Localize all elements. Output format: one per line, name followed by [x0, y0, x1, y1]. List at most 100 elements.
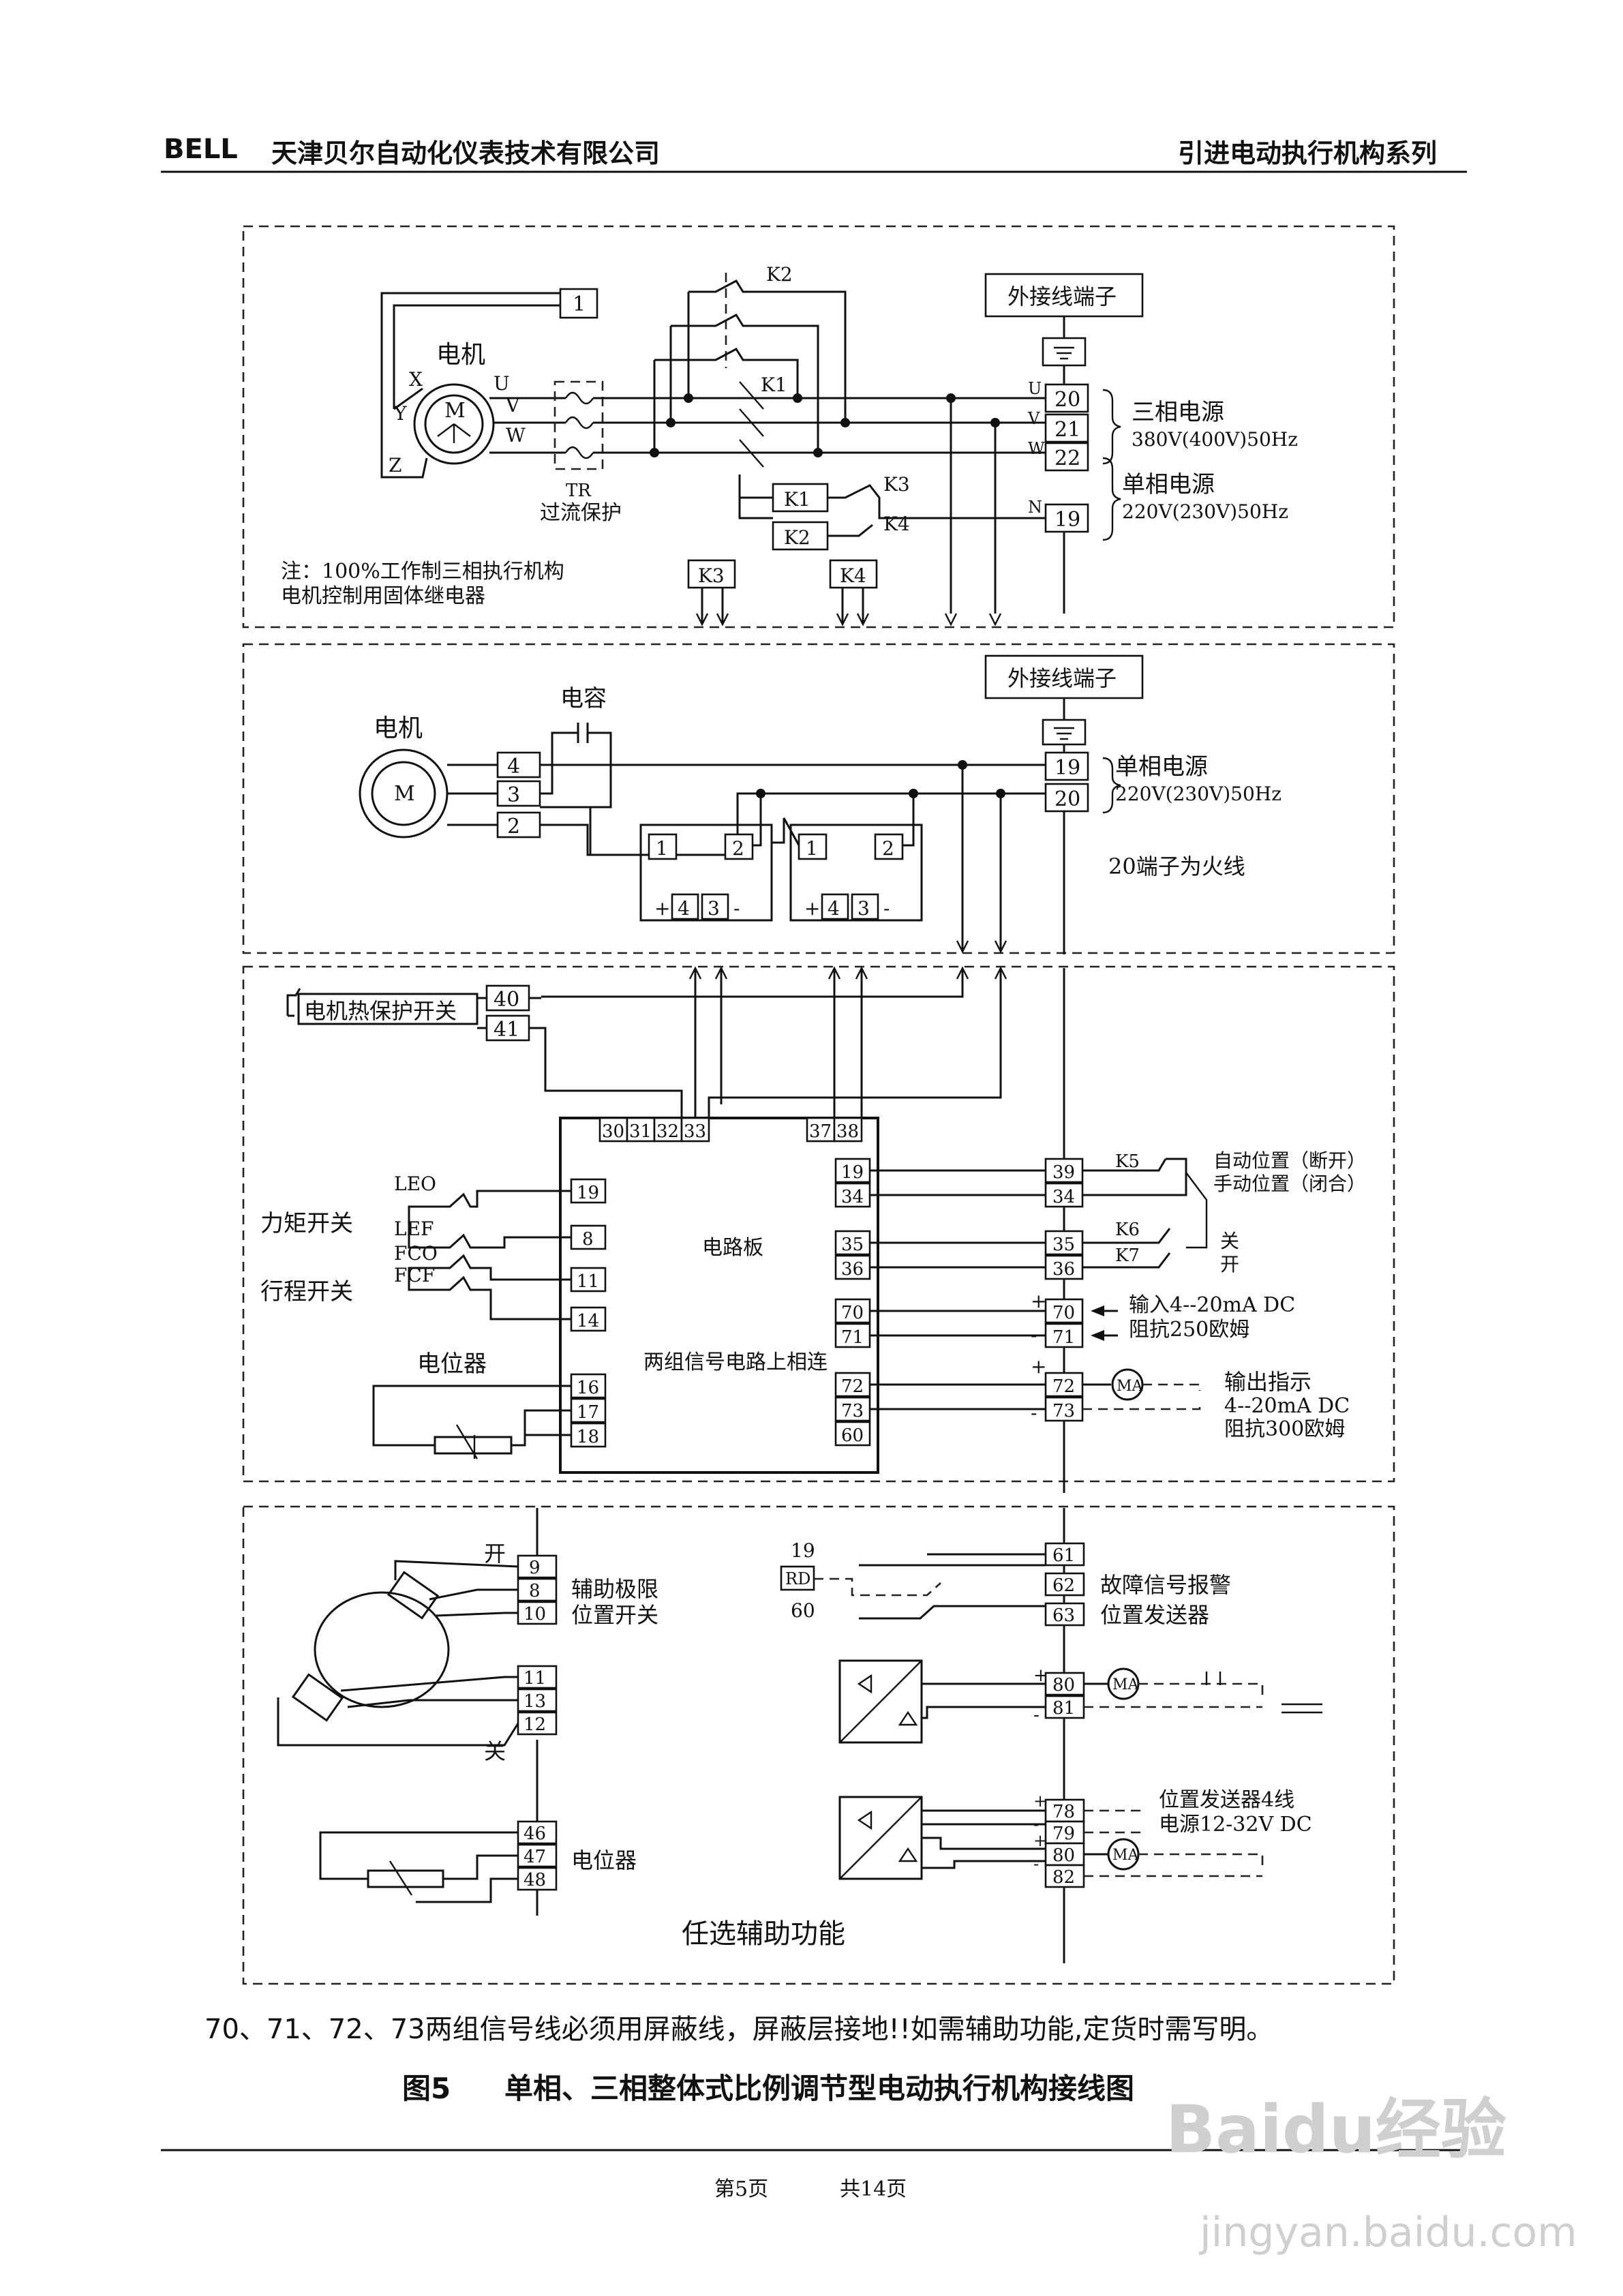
tr-overcurrent-box [553, 380, 604, 470]
auto-position-label: 自动位置（断开） [1213, 1149, 1366, 1172]
fault-relay [780, 1565, 815, 1591]
ground-terminal-1 [1042, 337, 1087, 367]
page-number: 第5页 [714, 2177, 769, 2201]
svg-text:20: 20 [1055, 787, 1080, 811]
position-transmitter-label: 位置发送器 [1100, 1602, 1209, 1628]
svg-text:22: 22 [1055, 447, 1080, 470]
svg-text:+: + [1031, 1290, 1046, 1312]
svg-text:MA: MA [1112, 1847, 1140, 1864]
circuit-board [559, 1117, 879, 1474]
svg-text:73: 73 [841, 1401, 864, 1421]
svg-text:-: - [1033, 1705, 1040, 1725]
svg-text:+: + [1033, 1665, 1048, 1686]
section-three-phase: 1 M 电机 X Y Z U V W TR 过流保护 K2 [281, 263, 1298, 626]
capacitor-label: 电容 [560, 685, 607, 712]
svg-text:+: + [654, 897, 670, 920]
svg-text:阻抗250欧姆: 阻抗250欧姆 [1129, 1318, 1249, 1342]
k1-label: K1 [761, 374, 787, 396]
svg-text:+: + [1033, 1831, 1047, 1850]
section-optional-frame [242, 1505, 1395, 1985]
svg-text:60: 60 [841, 1425, 864, 1446]
section-signal: 电机热保护开关 40 41 30 31 32 33 37 38 电路板 两组信号… [260, 966, 1366, 1493]
board-top-terminals: 30 31 32 33 37 38 [598, 1117, 863, 1143]
svg-text:12: 12 [524, 1715, 546, 1735]
board-right-terminals: 19 34 35 36 70 71 72 73 60 [834, 1158, 871, 1447]
svg-text:K3: K3 [883, 473, 910, 496]
ground-terminal-2 [1042, 719, 1087, 746]
svg-text:TR: TR [566, 481, 592, 501]
svg-text:关: 关 [484, 1738, 506, 1764]
svg-text:W: W [506, 424, 526, 447]
svg-text:-: - [1031, 1402, 1037, 1424]
live-wire-note: 20端子为火线 [1108, 854, 1245, 879]
terminal-1-label: 1 [573, 292, 586, 316]
svg-text:3: 3 [708, 897, 720, 920]
svg-text:4: 4 [678, 897, 690, 920]
input-signal-label: 输入4--20mA DC [1129, 1293, 1295, 1317]
svg-text:K4: K4 [840, 564, 866, 587]
cam [314, 1591, 450, 1708]
svg-text:32: 32 [656, 1121, 679, 1142]
svg-text:11: 11 [577, 1271, 599, 1292]
svg-text:4: 4 [828, 897, 840, 920]
optional-functions-label: 任选辅助功能 [682, 1918, 845, 1950]
svg-text:电源12-32V DC: 电源12-32V DC [1159, 1813, 1312, 1837]
svg-text:70: 70 [841, 1303, 864, 1323]
svg-text:72: 72 [841, 1376, 864, 1397]
svg-text:21: 21 [1055, 418, 1080, 442]
svg-text:71: 71 [1052, 1327, 1075, 1348]
svg-text:10: 10 [524, 1604, 546, 1625]
svg-text:U: U [494, 372, 510, 395]
svg-text:78: 78 [1052, 1802, 1075, 1822]
svg-text:-: - [1033, 1854, 1039, 1873]
linked-note: 两组信号电路上相连 [643, 1350, 828, 1374]
svg-text:73: 73 [1052, 1401, 1075, 1421]
svg-text:U: U [1028, 379, 1042, 398]
thermal-switch-label: 电机热保护开关 [304, 998, 457, 1024]
svg-text:19: 19 [1055, 756, 1080, 780]
svg-text:34: 34 [1052, 1187, 1075, 1207]
note-line-1: 注：100%工作制三相执行机构 [281, 560, 564, 584]
svg-text:79: 79 [1052, 1824, 1075, 1844]
shielding-note: 70、71、72、73两组信号线必须用屏蔽线，屏蔽层接地!!如需辅助功能,定货时… [204, 2014, 1274, 2045]
svg-text:V: V [505, 394, 520, 417]
svg-text:K2: K2 [784, 526, 810, 549]
travel-switch-label: 行程开关 [260, 1278, 353, 1305]
svg-text:13: 13 [524, 1691, 546, 1712]
svg-text:11: 11 [524, 1668, 546, 1689]
output-indication-label: 输出指示 [1224, 1369, 1311, 1395]
svg-text:K4: K4 [883, 513, 910, 535]
svg-text:W: W [1028, 439, 1045, 458]
svg-text:8: 8 [529, 1581, 541, 1601]
section-optional: 开 9 8 10 11 13 12 关 辅助极限 位置开关 46 47 48 电… [277, 1508, 1322, 1963]
svg-text:38: 38 [836, 1121, 859, 1142]
svg-text:30: 30 [602, 1121, 624, 1142]
baidu-watermark-logo: Baidu经验 [1166, 2091, 1506, 2168]
svg-text:47: 47 [524, 1847, 546, 1867]
svg-text:-: - [1033, 1815, 1039, 1834]
svg-text:电机: 电机 [374, 714, 423, 742]
svg-text:36: 36 [841, 1259, 864, 1280]
svg-text:K3: K3 [698, 564, 725, 587]
header-series: 引进电动执行机构系列 [1178, 138, 1438, 168]
svg-text:2: 2 [507, 815, 520, 839]
solid-relay-2 [789, 824, 923, 922]
svg-text:MA: MA [1117, 1378, 1144, 1395]
overcurrent-label: 过流保护 [540, 501, 622, 525]
header-brand: BELL [164, 134, 238, 165]
torque-switch-label: 力矩开关 [260, 1210, 353, 1237]
svg-text:MA: MA [1112, 1676, 1140, 1693]
svg-text:61: 61 [1052, 1545, 1075, 1566]
transmitter-2wire [838, 1659, 923, 1744]
ext-terminal-header-1 [984, 273, 1144, 318]
baidu-watermark-url: jingyan.baidu.com [1200, 2209, 1577, 2256]
svg-text:17: 17 [577, 1402, 599, 1423]
potentiometer-label: 电位器 [417, 1350, 487, 1378]
svg-text:31: 31 [629, 1121, 652, 1142]
svg-text:48: 48 [524, 1870, 546, 1890]
board-left-terminals: 19 8 11 14 16 17 18 [570, 1178, 607, 1448]
svg-text:80: 80 [1052, 1675, 1075, 1695]
svg-text:Z: Z [389, 454, 401, 477]
svg-text:K6: K6 [1115, 1220, 1140, 1240]
svg-text:220V(230V)50Hz: 220V(230V)50Hz [1115, 783, 1281, 805]
